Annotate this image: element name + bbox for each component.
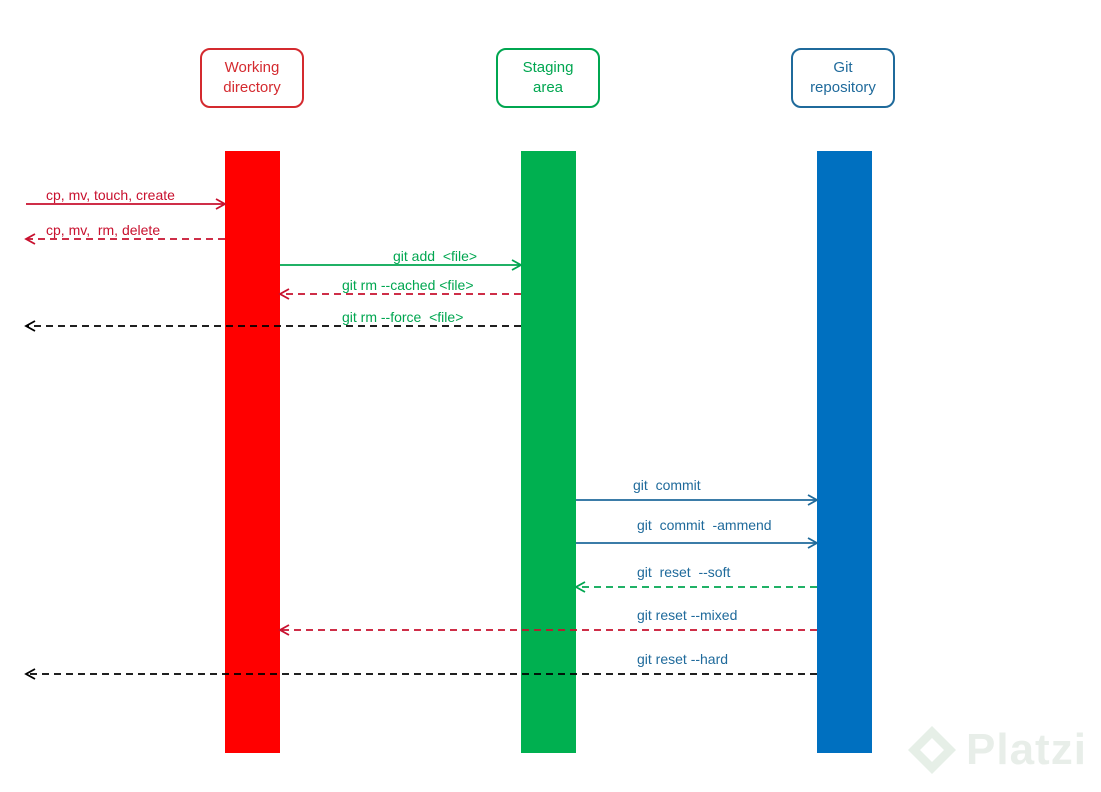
- working-directory-label-line1: Working: [224, 59, 280, 76]
- git-repository-bar: [817, 151, 872, 753]
- arrow-label-create: cp, mv, touch, create: [46, 187, 175, 203]
- platzi-logo-icon: [908, 726, 956, 774]
- arrow-git-rm-cached-head: [278, 288, 290, 300]
- arrow-git-reset-hard-head: [24, 668, 36, 680]
- arrow-label-git-add: git add <file>: [393, 248, 478, 264]
- arrow-label-delete: cp, mv, rm, delete: [46, 222, 161, 238]
- arrow-label-git-commit: git commit: [633, 477, 701, 493]
- git-repository-label-line2: repository: [810, 79, 876, 96]
- arrow-git-reset-soft-head: [574, 581, 586, 593]
- platzi-watermark: Platzi: [904, 722, 1087, 778]
- arrow-label-git-reset-mixed: git reset --mixed: [637, 607, 738, 623]
- arrow-git-commit-head: [807, 494, 819, 506]
- staging-area-bar: [521, 151, 576, 753]
- arrow-create-head: [215, 198, 227, 210]
- arrow-git-add-head: [511, 259, 523, 271]
- platzi-logo-text: Platzi: [966, 725, 1087, 774]
- git-repository-label-line1: Git: [833, 59, 853, 76]
- arrow-delete-head: [24, 233, 36, 245]
- arrow-label-git-reset-soft: git reset --soft: [637, 564, 731, 580]
- staging-area-box: Staging area: [496, 48, 600, 108]
- git-repository-box: Git repository: [791, 48, 895, 108]
- working-directory-box: Working directory: [200, 48, 304, 108]
- arrow-label-git-rm-force: git rm --force <file>: [342, 309, 464, 325]
- arrow-git-rm-force-head: [24, 320, 36, 332]
- arrow-label-git-rm-cached: git rm --cached <file>: [342, 277, 474, 293]
- working-directory-label-line2: directory: [223, 79, 281, 96]
- staging-area-label-line1: Staging: [522, 59, 574, 76]
- staging-area-label-line2: area: [532, 79, 564, 96]
- arrow-label-git-reset-hard: git reset --hard: [637, 651, 729, 667]
- arrow-label-git-commit-amend: git commit -ammend: [637, 517, 772, 533]
- arrow-git-commit-amend-head: [807, 537, 819, 549]
- working-directory-bar: [225, 151, 280, 753]
- arrow-git-reset-mixed-head: [278, 624, 290, 636]
